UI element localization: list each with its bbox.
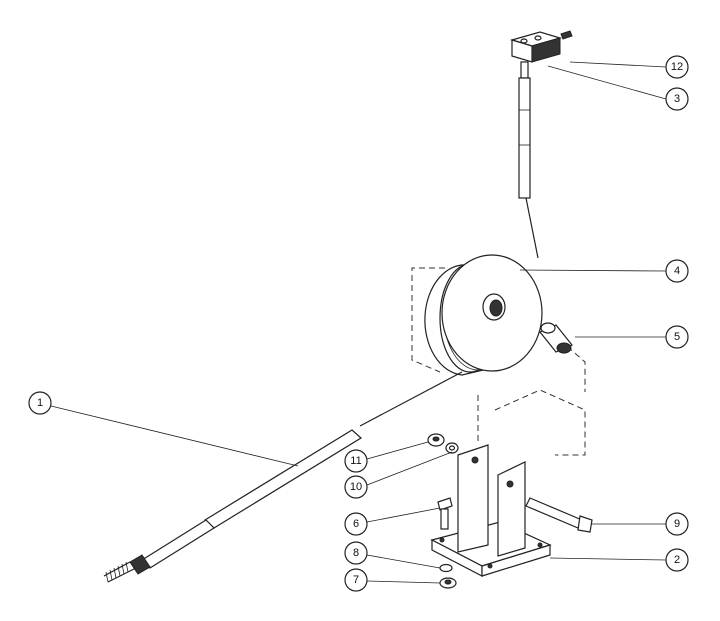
washer-8 bbox=[439, 563, 453, 573]
long-bolt bbox=[525, 497, 593, 533]
callout-label: 2 bbox=[674, 554, 680, 566]
callout-label: 9 bbox=[674, 518, 680, 530]
tension-rod bbox=[103, 371, 463, 583]
vertical-rod bbox=[518, 61, 539, 259]
callout-11: 11 bbox=[344, 449, 368, 473]
callout-label: 8 bbox=[353, 547, 359, 559]
callout-2: 2 bbox=[665, 548, 689, 572]
washer-10 bbox=[445, 442, 459, 454]
callout-10: 10 bbox=[344, 475, 368, 499]
callout-label: 6 bbox=[353, 518, 359, 530]
pulley-wheel bbox=[424, 254, 543, 376]
bushing bbox=[539, 322, 573, 354]
leader-lines bbox=[50, 61, 667, 584]
callout-12: 12 bbox=[665, 55, 689, 79]
callout-8: 8 bbox=[344, 541, 368, 565]
callout-label: 5 bbox=[674, 331, 680, 343]
short-bolt bbox=[437, 497, 453, 530]
callout-1: 1 bbox=[28, 391, 52, 415]
callout-9: 9 bbox=[665, 512, 689, 536]
callout-label: 3 bbox=[674, 93, 680, 105]
callout-label: 12 bbox=[671, 61, 683, 73]
callout-label: 1 bbox=[37, 397, 43, 409]
nut-11 bbox=[427, 433, 445, 447]
callout-label: 11 bbox=[350, 455, 361, 467]
nut-7 bbox=[439, 577, 457, 589]
callout-5: 5 bbox=[665, 325, 689, 349]
mounting-bracket bbox=[430, 444, 552, 577]
callout-4: 4 bbox=[665, 259, 689, 283]
callout-label: 4 bbox=[674, 265, 680, 277]
callout-label: 10 bbox=[350, 481, 362, 493]
callout-label: 7 bbox=[353, 574, 359, 586]
callout-6: 6 bbox=[344, 512, 368, 536]
callout-3: 3 bbox=[665, 87, 689, 111]
set-screw bbox=[560, 30, 573, 40]
clamp-block bbox=[509, 31, 563, 63]
callout-7: 7 bbox=[344, 568, 368, 592]
